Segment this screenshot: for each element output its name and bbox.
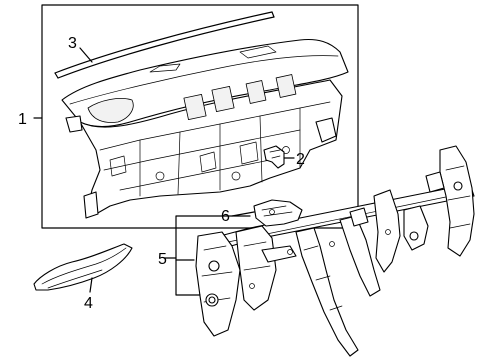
callout-3: 3 xyxy=(68,35,77,52)
part-4-trim-panel xyxy=(33,243,133,291)
callout-5: 5 xyxy=(158,251,167,268)
callout-6: 6 xyxy=(221,208,230,225)
part-1-instrument-panel xyxy=(61,38,349,219)
callout-4: 4 xyxy=(84,295,93,312)
part-6-bracket xyxy=(253,199,303,227)
part-3-trim-strip xyxy=(54,11,275,79)
callout-1: 1 xyxy=(18,111,27,128)
callout-2: 2 xyxy=(296,151,305,168)
leader-lines xyxy=(33,47,295,296)
part-2-bracket xyxy=(263,145,285,169)
part-5-cross-car-beam xyxy=(195,145,475,357)
